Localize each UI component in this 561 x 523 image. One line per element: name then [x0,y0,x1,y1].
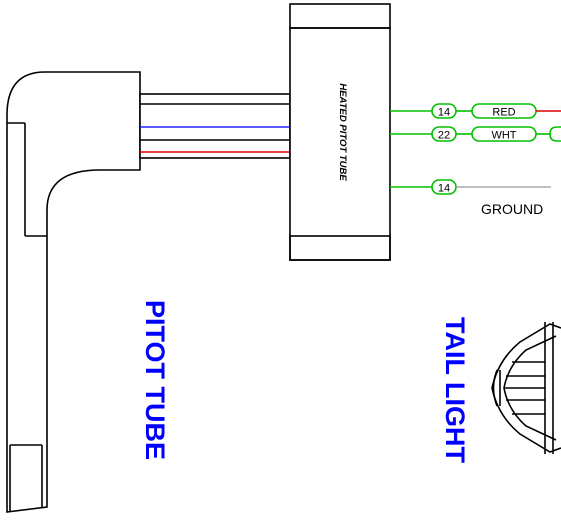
pitot-tube-body [6,71,141,513]
pitot-tube-label: PITOT TUBE [140,300,170,460]
pitot-connector [139,93,291,159]
wire-gauge: 14 [438,107,450,119]
ground-label: GROUND [481,201,543,217]
component-label: HEATED PITOT TUBE [337,83,348,181]
tail-light-icon [491,322,561,454]
wire-color: WHT [491,130,516,142]
wire-color: RED [492,107,515,119]
tail-light-label: TAIL LIGHT [440,317,470,463]
wire-gauge: 22 [438,130,450,142]
wire-gauge: 14 [438,183,450,195]
heated-pitot-tube-box: HEATED PITOT TUBE [289,3,391,261]
wire-runs: 14 RED 22 WHT 14 GROUND [390,103,561,217]
